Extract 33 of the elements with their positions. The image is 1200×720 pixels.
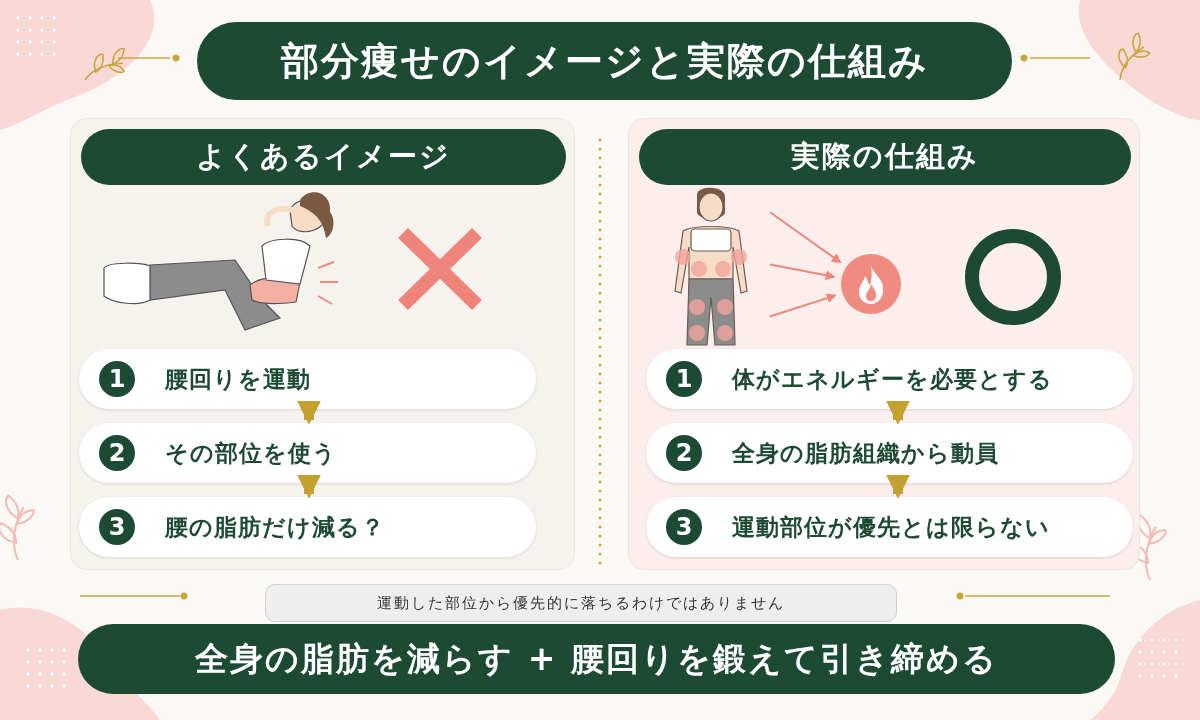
number-badge: 1 <box>666 361 702 397</box>
flame-icon <box>841 254 901 314</box>
arrow <box>769 263 836 281</box>
arrow <box>297 474 321 499</box>
arrow <box>297 400 321 425</box>
step-text: 腰回りを運動 <box>165 364 311 394</box>
panel-card <box>70 118 575 570</box>
number-badge: 1 <box>99 361 135 397</box>
arrow <box>769 293 837 318</box>
number-badge: 2 <box>666 435 702 471</box>
step-text: その部位を使う <box>165 438 337 468</box>
step-box <box>79 497 536 557</box>
number-badge: 3 <box>99 509 135 545</box>
step-box <box>79 423 536 483</box>
step-box <box>646 497 1133 557</box>
step-text: 全身の脂肪組織から動員 <box>732 438 999 468</box>
title-banner: 部分痩せのイメージと実際の仕組み <box>197 22 1012 100</box>
step-text: 腰の脂肪だけ減る？ <box>165 512 385 542</box>
step-box <box>79 349 536 409</box>
step-text: 運動部位が優先とは限らない <box>732 512 1050 542</box>
panel-heading: よくあるイメージ <box>81 129 566 185</box>
arrow <box>769 211 842 264</box>
number-badge: 3 <box>666 509 702 545</box>
panel-card <box>628 118 1140 570</box>
panel-heading: 実際の仕組み <box>639 129 1131 185</box>
step-text: 体がエネルギーを必要とする <box>732 364 1053 394</box>
note-box: 運動した部位から優先的に落ちるわけではありません <box>265 584 897 622</box>
step-box <box>646 349 1133 409</box>
summary-banner: 全身の脂肪を減らす + 腰回りを鍛えて引き締める <box>78 624 1115 694</box>
arrow <box>886 474 910 499</box>
step-box <box>646 423 1133 483</box>
arrow <box>886 400 910 425</box>
number-badge: 2 <box>99 435 135 471</box>
